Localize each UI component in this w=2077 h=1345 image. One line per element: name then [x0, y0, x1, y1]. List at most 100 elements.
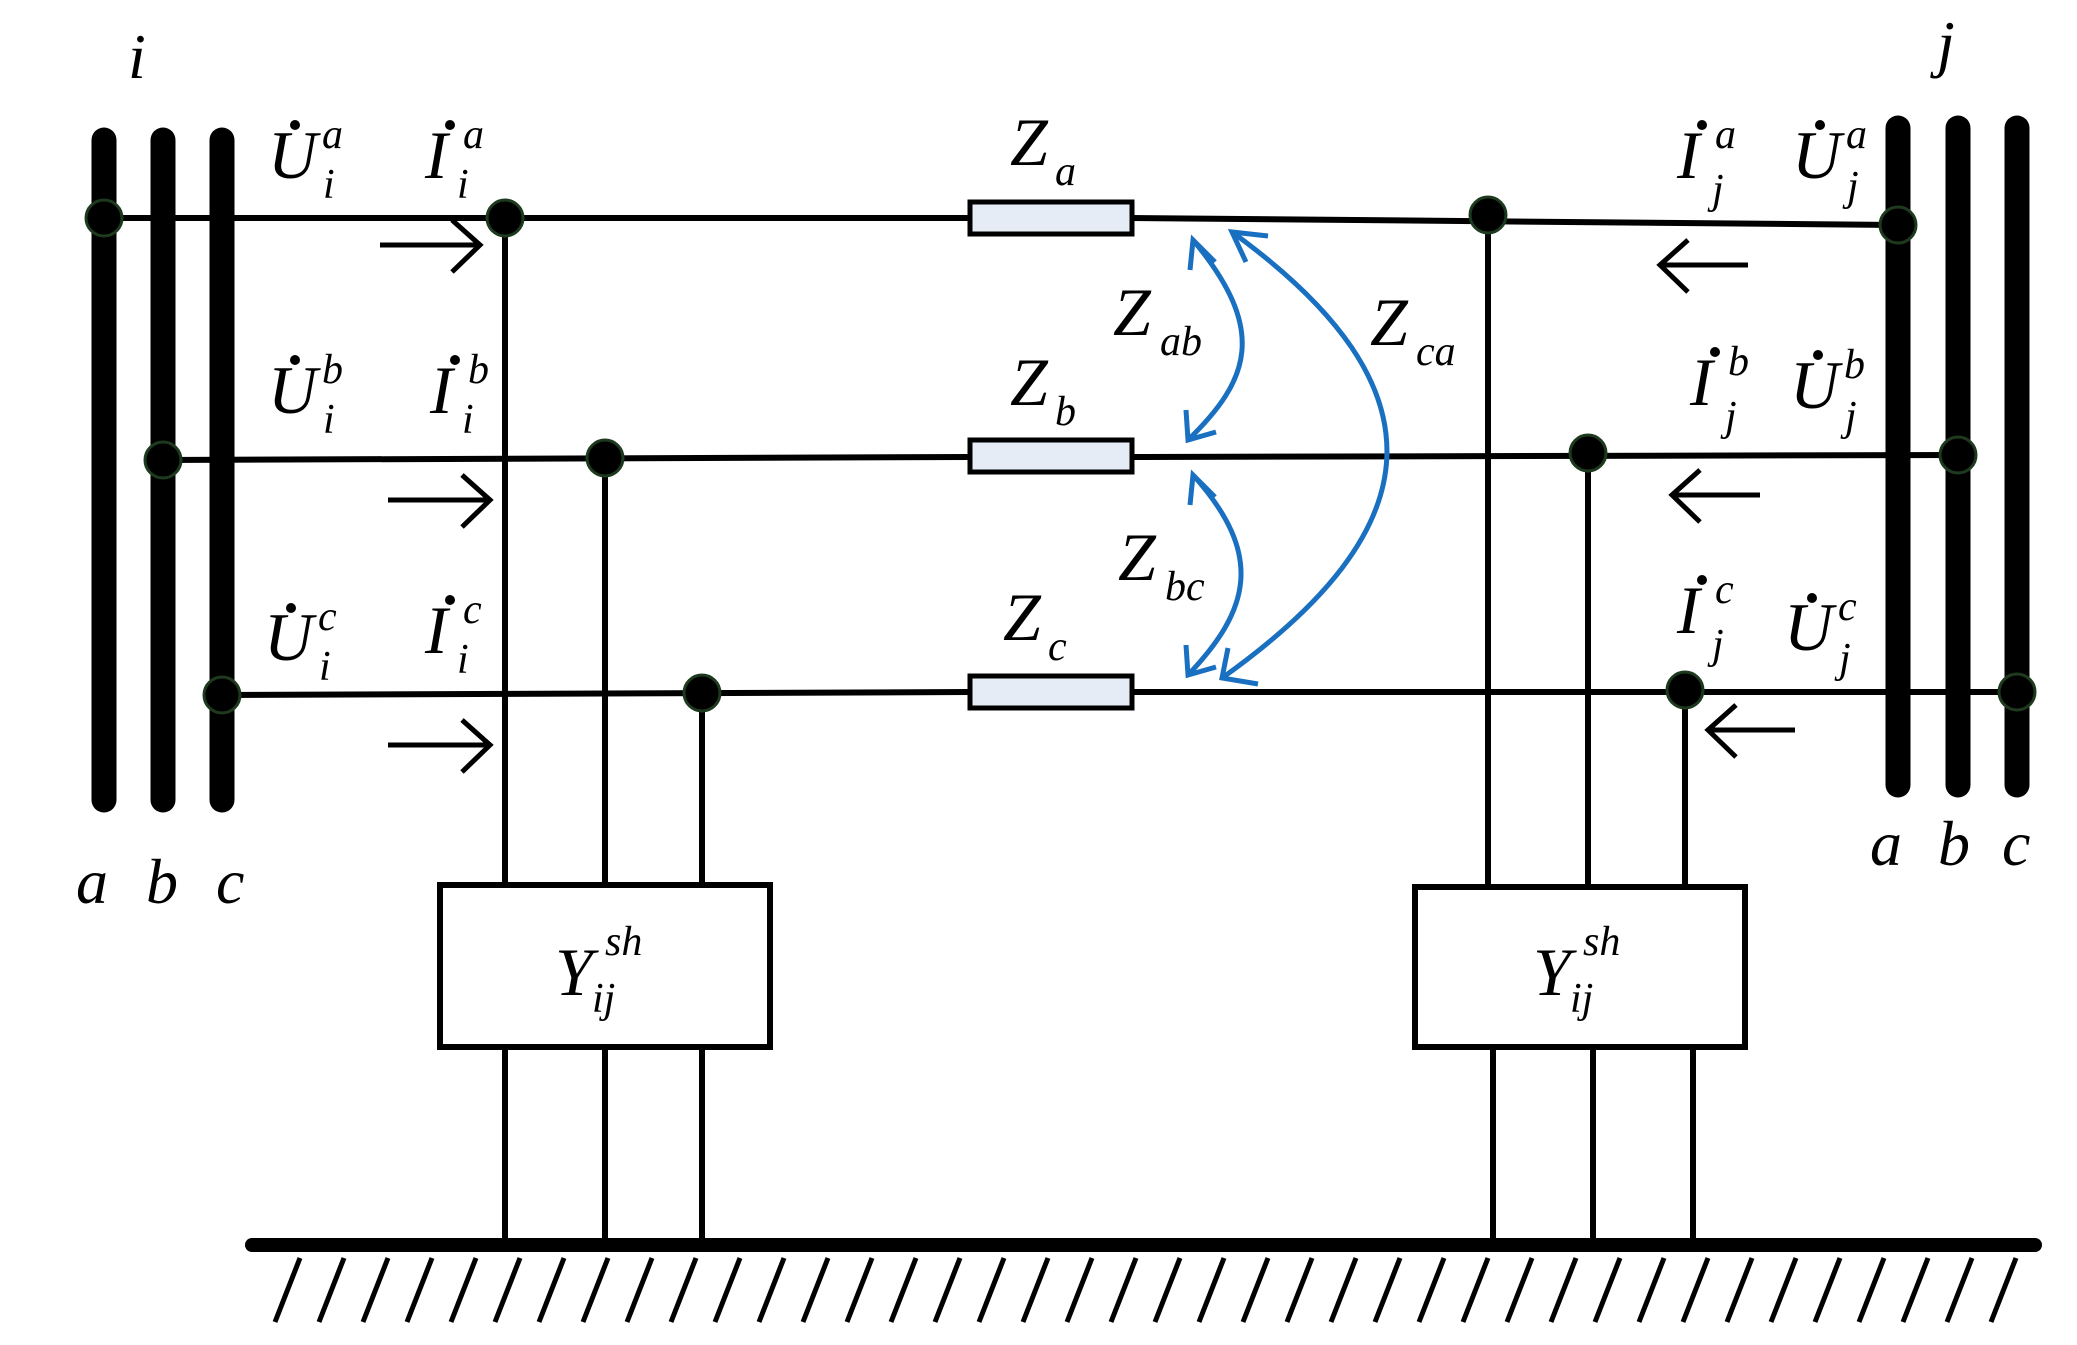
voltage-label-u-j-a: U a j [1792, 112, 1867, 210]
ground-hatch-line [1504, 1257, 1535, 1323]
svg-text:j: j [1840, 394, 1857, 440]
voltage-label-u-i-b: U b i [268, 347, 343, 443]
svg-text:ij: ij [592, 976, 615, 1022]
svg-text:U: U [268, 117, 321, 193]
svg-text:I: I [424, 117, 451, 193]
shunt-label-right: Y sh ij [1533, 919, 1620, 1022]
svg-text:ab: ab [1160, 319, 1202, 365]
impedance-zb [967, 437, 1135, 475]
svg-text:c: c [318, 594, 337, 640]
voltage-label-u-i-c: U c i [264, 594, 337, 690]
svg-text:b: b [1055, 389, 1076, 435]
ground-hatch-line [888, 1257, 919, 1323]
right-shunt-admittance-box [1412, 884, 1748, 1050]
bus-j-label: j [1930, 8, 1955, 79]
svg-text:b: b [468, 347, 489, 393]
ground-hatch-line [844, 1257, 875, 1323]
svg-text:Z: Z [1010, 104, 1049, 180]
svg-text:Z: Z [1010, 344, 1049, 420]
phase-b-line-right [1131, 452, 1959, 460]
bus-j-phase-a-label: a [1870, 808, 1902, 879]
node-bus-j-c [1997, 672, 2037, 712]
ground-hatch-line [624, 1257, 655, 1323]
current-arrow-j-b [1668, 468, 1760, 524]
node-right-shunt-c [1665, 670, 1705, 710]
node-bus-i-c [202, 675, 242, 715]
ground-hatch-line [1592, 1257, 1623, 1323]
node-right-shunt-b [1568, 433, 1608, 473]
mutual-arrow-ab [1183, 234, 1245, 444]
current-label-i-i-c: I c i [424, 587, 482, 683]
svg-text:sh: sh [1583, 919, 1620, 965]
svg-text:i: i [323, 162, 335, 208]
svg-text:i: i [462, 397, 474, 443]
ground-hatch-line [1020, 1257, 1051, 1323]
voltage-label-u-j-b: U b j [1790, 342, 1865, 440]
ground-hatch-line [668, 1257, 699, 1323]
svg-text:a: a [1055, 149, 1076, 195]
ground-hatch-line [1768, 1257, 1799, 1323]
ground-hatch-line [1372, 1257, 1403, 1323]
ground-hatch-line [1108, 1257, 1139, 1323]
ground-hatch-line [756, 1257, 787, 1323]
ground-hatch-line [1988, 1257, 2019, 1323]
svg-text:b: b [322, 347, 343, 393]
mutual-label-zbc: Z bc [1118, 519, 1205, 610]
svg-text:b: b [1844, 342, 1865, 388]
ground-hatch-line [1856, 1257, 1887, 1323]
ground-hatch-line [1240, 1257, 1271, 1323]
bus-i-phase-b-label: b [146, 846, 178, 917]
voltage-label-u-i-a: U a i [268, 112, 343, 208]
node-left-shunt-b [585, 438, 625, 478]
current-arrow-i-c [388, 718, 494, 774]
phase-c-line-left [221, 689, 971, 698]
shunt-label-left: Y sh ij [555, 919, 642, 1022]
ground-hatch-line [316, 1257, 347, 1323]
svg-text:j: j [1842, 164, 1859, 210]
node-bus-j-b [1938, 435, 1978, 475]
node-right-shunt-a [1468, 195, 1508, 235]
svg-text:i: i [319, 644, 331, 690]
svg-text:U: U [1784, 589, 1837, 665]
svg-text:bc: bc [1165, 564, 1205, 610]
mutual-label-zca: Z ca [1370, 284, 1456, 375]
ground-hatch-line [932, 1257, 963, 1323]
ground-hatch-line [1724, 1257, 1755, 1323]
mutual-label-zab: Z ab [1113, 274, 1202, 365]
svg-text:b: b [1728, 339, 1749, 385]
ground-hatch-line [1636, 1257, 1667, 1323]
svg-text:U: U [1792, 117, 1845, 193]
mutual-arrow-bc [1183, 469, 1244, 679]
impedance-label-za: Z a [1010, 104, 1076, 195]
bus-i-phase-c-label: c [216, 846, 244, 917]
svg-text:I: I [1676, 117, 1703, 193]
impedance-label-zc: Z c [1003, 579, 1067, 670]
ground-hatch-line [976, 1257, 1007, 1323]
node-bus-i-a [84, 198, 124, 238]
svg-text:i: i [457, 637, 469, 683]
svg-text:Z: Z [1118, 519, 1157, 595]
ground-hatch-line [448, 1257, 479, 1323]
svg-text:I: I [1689, 344, 1716, 420]
ground-hatch-line [1460, 1257, 1491, 1323]
ground-hatch-line [1064, 1257, 1095, 1323]
ground-hatch-line [1416, 1257, 1447, 1323]
svg-text:j: j [1834, 636, 1851, 682]
svg-text:a: a [463, 112, 484, 158]
current-arrow-j-a [1656, 238, 1748, 294]
svg-text:Y: Y [555, 934, 599, 1010]
ground-hatch-line [1284, 1257, 1315, 1323]
svg-text:c: c [463, 587, 482, 633]
svg-text:I: I [429, 352, 456, 428]
svg-text:a: a [1715, 112, 1736, 158]
phase-b-line-left [162, 454, 971, 463]
current-label-i-i-a: I a i [424, 112, 484, 208]
current-arrow-i-b [388, 473, 494, 529]
ground-hatch-line [360, 1257, 391, 1323]
bus-i-label: i [128, 21, 146, 92]
svg-text:c: c [1048, 624, 1067, 670]
svg-text:a: a [1846, 112, 1867, 158]
svg-text:Y: Y [1533, 934, 1577, 1010]
